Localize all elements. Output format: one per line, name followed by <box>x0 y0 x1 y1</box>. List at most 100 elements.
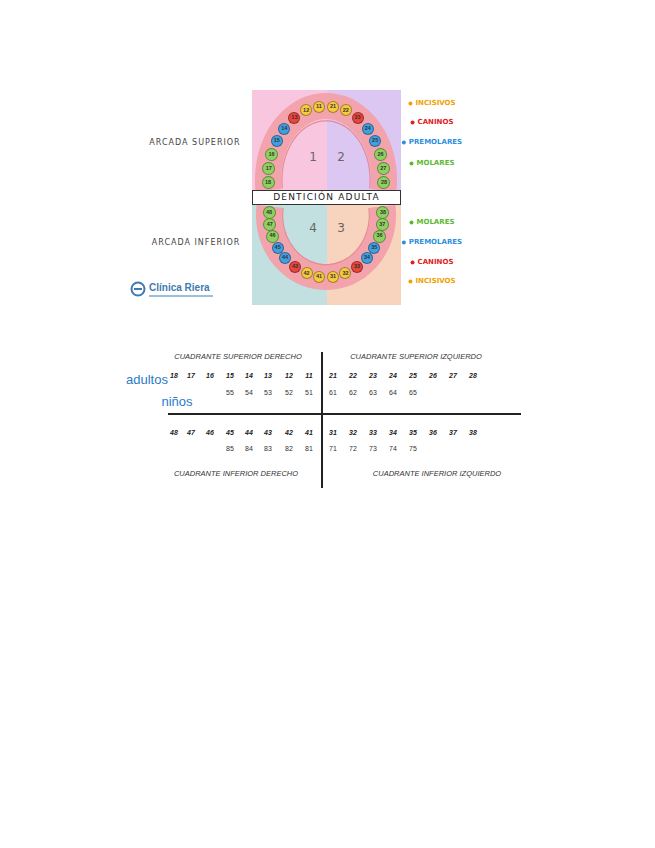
gum-band <box>269 206 327 277</box>
tooth-number: 18 <box>265 180 271 186</box>
tooth-circle: 15 <box>271 135 283 147</box>
tooth-number: 34 <box>364 255 370 261</box>
tooth-number: 43 <box>292 264 298 270</box>
tooth-code: 32 <box>349 429 357 436</box>
tooth-number: 37 <box>379 222 385 228</box>
tooth-code: 84 <box>245 445 253 452</box>
tooth-code: 38 <box>469 429 477 436</box>
tooth-code: 46 <box>206 429 214 436</box>
quadrant-region: 11817161514131211 <box>252 90 327 190</box>
tooth-code: 34 <box>389 429 397 436</box>
tooth-number: 25 <box>372 138 378 144</box>
legend-swatch <box>409 161 413 165</box>
tooth-circle: 37 <box>376 218 389 231</box>
tooth-circle: 14 <box>278 123 290 135</box>
tooth-circle: 24 <box>362 123 374 135</box>
legend-text: PREMOLARES <box>409 139 462 146</box>
tooth-number: 15 <box>274 138 280 144</box>
arch-label: ARCADA SUPERIOR <box>149 139 240 147</box>
tooth-code: 37 <box>449 429 457 436</box>
logo-bar <box>134 288 142 290</box>
tooth-circle: 18 <box>262 176 275 189</box>
legend-swatch <box>402 140 406 144</box>
tooth-code: 22 <box>349 372 357 379</box>
tooth-number: 27 <box>380 166 386 172</box>
legend-text: CANINOS <box>418 259 454 266</box>
tooth-number: 32 <box>342 271 348 277</box>
tooth-code: 26 <box>429 372 437 379</box>
quadrant-heading: CUADRANTE SUPERIOR DERECHO <box>174 353 302 361</box>
tooth-number: 12 <box>303 108 309 114</box>
band-title: DENTICIÓN ADULTA <box>273 193 380 202</box>
tooth-number: 24 <box>365 126 371 132</box>
tooth-number: 35 <box>371 245 377 251</box>
tooth-code: 36 <box>429 429 437 436</box>
quadrant-heading: CUADRANTE INFERIOR DERECHO <box>174 470 298 478</box>
tooth-code: 41 <box>305 429 313 436</box>
tooth-code: 24 <box>389 372 397 379</box>
tooth-number: 42 <box>303 271 309 277</box>
tooth-code: 61 <box>329 389 337 396</box>
tooth-number: 31 <box>330 274 336 280</box>
tooth-number: 16 <box>268 152 274 158</box>
tooth-number: 22 <box>343 108 349 114</box>
tooth-number: 26 <box>377 152 383 158</box>
gum-band <box>268 106 327 190</box>
legend-item: CANINOS <box>411 259 454 266</box>
arch-label: ARCADA INFERIOR <box>152 239 241 247</box>
legend-swatch <box>411 260 415 264</box>
row-label: adultos <box>126 373 168 386</box>
tooth-circle: 33 <box>351 261 363 273</box>
legend-item: INCISIVOS <box>408 100 455 107</box>
tooth-code: 52 <box>285 389 293 396</box>
gum-band <box>327 106 384 190</box>
tooth-code: 15 <box>226 372 234 379</box>
tooth-code: 43 <box>264 429 272 436</box>
legend-item: INCISIVOS <box>408 278 455 285</box>
tooth-code: 65 <box>409 389 417 396</box>
logo-underline <box>149 295 213 297</box>
tooth-code: 42 <box>285 429 293 436</box>
tooth-code: 16 <box>206 372 214 379</box>
tooth-circle: 42 <box>301 267 313 279</box>
tooth-circle: 34 <box>361 252 373 264</box>
tooth-code: 62 <box>349 389 357 396</box>
legend-item: PREMOLARES <box>402 139 462 146</box>
row-label: niños <box>161 395 192 408</box>
title-band: DENTICIÓN ADULTA <box>252 190 401 205</box>
quadrant-heading: CUADRANTE INFERIOR IZQUIERDO <box>373 470 501 478</box>
tooth-circle: 41 <box>313 271 325 283</box>
tooth-circle: 27 <box>377 162 390 175</box>
tooth-code: 47 <box>187 429 195 436</box>
logo-ring <box>132 283 145 296</box>
tooth-number: 13 <box>291 115 297 121</box>
legend-item: MOLARES <box>409 160 454 167</box>
tooth-code: 82 <box>285 445 293 452</box>
quadrant-number: 3 <box>337 222 345 234</box>
quadrant-region: 33132333435363738 <box>327 205 401 305</box>
tooth-circle: 31 <box>327 271 339 283</box>
tooth-code: 63 <box>369 389 377 396</box>
tooth-code: 18 <box>170 372 178 379</box>
tooth-number: 45 <box>275 245 281 251</box>
quadrant-heading: CUADRANTE SUPERIOR IZQUIERDO <box>350 353 482 361</box>
tooth-code: 33 <box>369 429 377 436</box>
tooth-number: 28 <box>381 180 387 186</box>
tooth-code: 21 <box>329 372 337 379</box>
tooth-code: 27 <box>449 372 457 379</box>
table-divider <box>168 413 521 415</box>
tooth-code: 51 <box>305 389 313 396</box>
tooth-number: 48 <box>266 210 272 216</box>
tooth-code: 13 <box>264 372 272 379</box>
tooth-circle: 46 <box>266 230 279 243</box>
tooth-number: 41 <box>316 274 322 280</box>
tooth-code: 75 <box>409 445 417 452</box>
tooth-circle: 43 <box>289 261 301 273</box>
tooth-number: 21 <box>330 104 336 110</box>
tooth-code: 28 <box>469 372 477 379</box>
legend-text: PREMOLARES <box>409 239 462 246</box>
legend-swatch <box>408 101 412 105</box>
tooth-number: 11 <box>316 104 322 110</box>
legend-text: INCISIVOS <box>415 278 455 285</box>
